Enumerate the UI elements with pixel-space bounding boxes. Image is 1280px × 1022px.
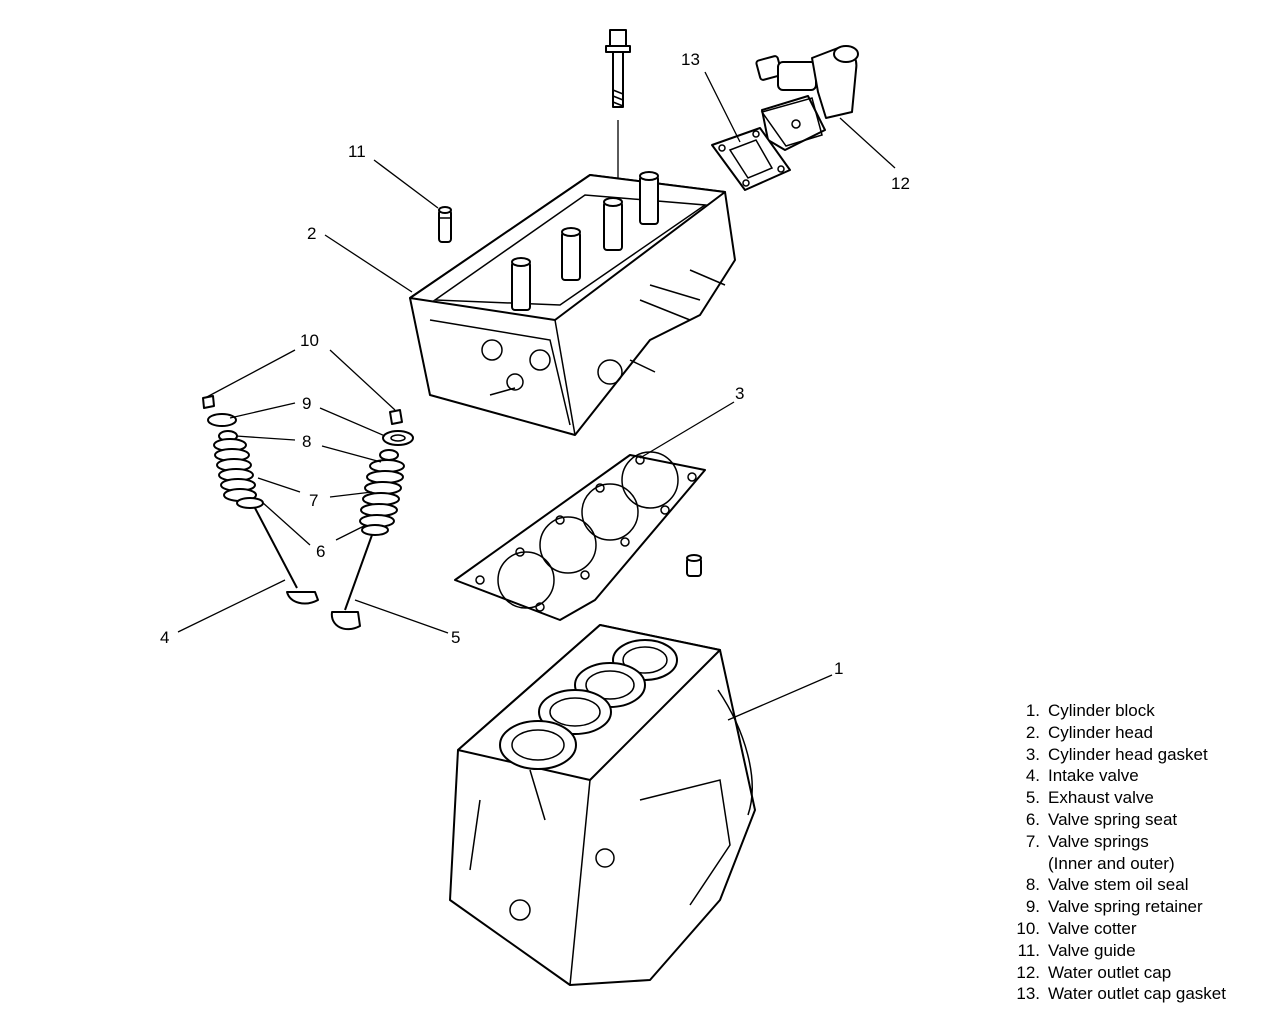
legend-label: Valve spring seat bbox=[1048, 809, 1178, 829]
legend-label: Water outlet cap bbox=[1048, 962, 1172, 982]
callout-1: 1 bbox=[834, 659, 843, 678]
legend-number: 6. bbox=[1025, 809, 1040, 829]
legend-label: Valve springs bbox=[1048, 831, 1149, 851]
legend-item: 2. Cylinder head bbox=[1000, 722, 1270, 744]
legend-number: 4. bbox=[1025, 766, 1040, 786]
legend-item: 3. Cylinder head gasket bbox=[1000, 744, 1270, 766]
water-outlet-cap bbox=[755, 45, 859, 151]
callout-3: 3 bbox=[735, 384, 744, 403]
legend-number: 7. bbox=[1025, 831, 1040, 851]
callout-10: 10 bbox=[300, 331, 319, 350]
legend-item: 8. Valve stem oil seal bbox=[1000, 874, 1270, 896]
legend-number: 2. bbox=[1025, 722, 1040, 742]
legend-label: Exhaust valve bbox=[1048, 788, 1154, 808]
legend-item: 5. Exhaust valve bbox=[1000, 787, 1270, 809]
intake-valve-spring bbox=[213, 438, 257, 502]
legend-number: 5. bbox=[1025, 788, 1040, 808]
dowel-pin bbox=[686, 554, 702, 577]
parts-legend: 1. Cylinder block 2. Cylinder head 3. Cylin… bbox=[1000, 700, 1270, 1005]
legend-label: Water outlet cap gasket bbox=[1048, 984, 1226, 1004]
legend-label: Valve stem oil seal bbox=[1048, 875, 1189, 895]
water-outlet-cap-gasket bbox=[711, 127, 791, 191]
callout-7: 7 bbox=[309, 491, 318, 510]
legend-item: 10. Valve cotter bbox=[1000, 918, 1270, 940]
legend-item: 6. Valve spring seat bbox=[1000, 809, 1270, 831]
callout-8: 8 bbox=[302, 432, 311, 451]
legend-label: (Inner and outer) bbox=[1048, 853, 1175, 873]
cylinder-head bbox=[409, 171, 736, 436]
valve-guide bbox=[438, 206, 452, 243]
legend-label: Cylinder block bbox=[1048, 701, 1155, 720]
callout-5: 5 bbox=[451, 628, 460, 647]
legend-number: 11. bbox=[1017, 940, 1040, 960]
callout-11: 11 bbox=[348, 142, 366, 161]
legend-item: 7. Valve springs bbox=[1000, 831, 1270, 853]
callout-13: 13 bbox=[681, 50, 700, 69]
legend-label: Valve spring retainer bbox=[1048, 897, 1203, 917]
legend-label: Cylinder head bbox=[1048, 722, 1153, 742]
legend-number: 1. bbox=[1025, 701, 1040, 720]
legend-label: Valve guide bbox=[1048, 940, 1136, 960]
legend-number: 12. bbox=[1016, 962, 1040, 982]
legend-number: 13. bbox=[1016, 984, 1040, 1004]
callout-6: 6 bbox=[316, 542, 325, 561]
callout-9: 9 bbox=[302, 394, 311, 413]
leader-lines bbox=[177, 71, 896, 721]
legend-label: Cylinder head gasket bbox=[1048, 744, 1208, 764]
legend-item: 12. Water outlet cap bbox=[1000, 962, 1270, 984]
legend-number: 8. bbox=[1025, 875, 1040, 895]
legend-item: (Inner and outer) bbox=[1000, 853, 1270, 875]
legend-number: 10. bbox=[1016, 918, 1040, 938]
cylinder-head-gasket bbox=[454, 451, 706, 621]
legend-number bbox=[1000, 853, 1048, 875]
callout-4: 4 bbox=[160, 628, 169, 647]
exhaust-valve-assembly bbox=[330, 409, 414, 631]
exhaust-valve-spring bbox=[359, 459, 405, 528]
callout-2: 2 bbox=[307, 224, 316, 243]
head-bolt bbox=[605, 29, 631, 182]
legend-item: 9. Valve spring retainer bbox=[1000, 896, 1270, 918]
legend-label: Intake valve bbox=[1048, 766, 1139, 786]
legend-label: Valve cotter bbox=[1048, 918, 1137, 938]
callout-numbers: 11 2 13 12 10 3 9 8 7 6 4 5 1 bbox=[160, 50, 910, 678]
legend-item: 4. Intake valve bbox=[1000, 765, 1270, 787]
legend-item: 1. Cylinder block bbox=[1000, 700, 1270, 722]
cylinder-block bbox=[449, 624, 756, 986]
legend-item: 11. Valve guide bbox=[1000, 940, 1270, 962]
legend-number: 9. bbox=[1025, 897, 1040, 917]
callout-12: 12 bbox=[891, 174, 910, 193]
legend-number: 3. bbox=[1025, 744, 1040, 764]
intake-valve-assembly bbox=[202, 395, 319, 605]
legend-item: 13. Water outlet cap gasket bbox=[1000, 983, 1270, 1005]
